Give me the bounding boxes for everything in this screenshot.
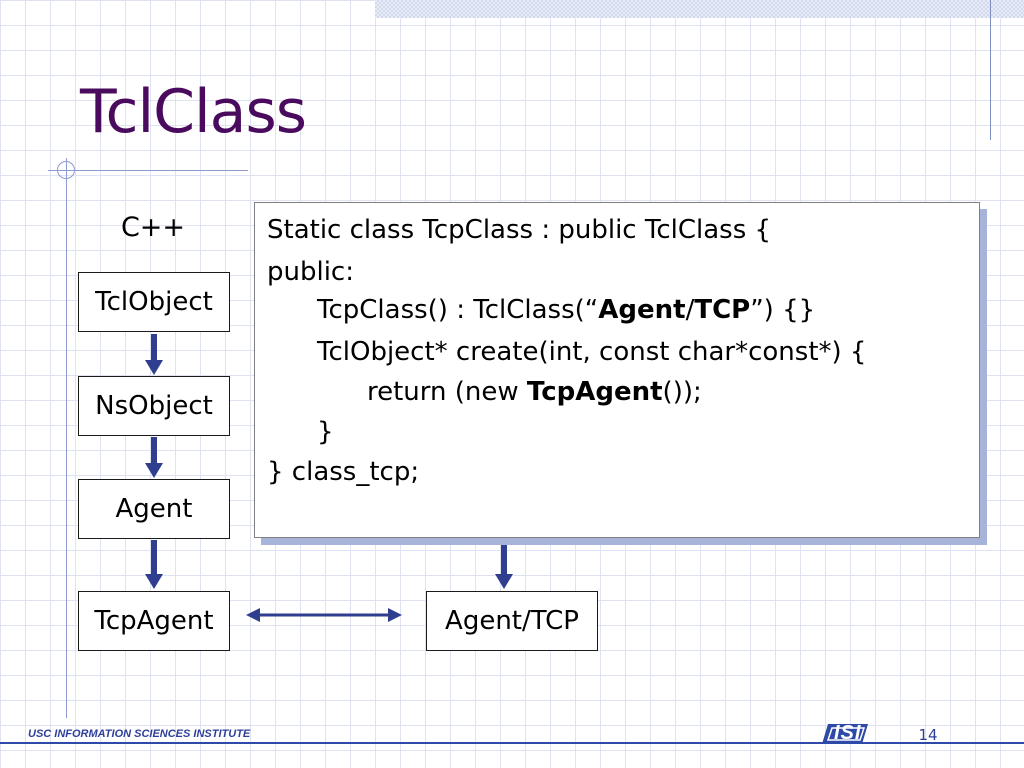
top-decorative-band — [375, 0, 1024, 18]
slide-title: TclClass — [80, 77, 307, 147]
down-arrow-icon — [495, 540, 513, 589]
class-box-agent: Agent — [78, 479, 230, 539]
code-keyword-agent: Agent — [598, 295, 686, 325]
footer-institute: USC INFORMATION SCIENCES INSTITUTE — [28, 728, 251, 740]
otcl-box-agent-tcp: Agent/TCP — [426, 591, 598, 651]
code-line-5: return (new TcpAgent()); — [367, 379, 702, 405]
right-decorative-rule — [990, 0, 991, 140]
page-number: 14 — [918, 726, 938, 744]
code-keyword-tcp: TCP — [694, 295, 751, 325]
code-line-5-suffix: ()); — [662, 377, 702, 407]
title-underline-rule — [48, 170, 248, 171]
down-arrow-icon — [145, 540, 163, 589]
code-separator: / — [685, 295, 695, 325]
code-line-7: } class_tcp; — [267, 457, 420, 487]
isi-logo-icon: ISI — [822, 722, 868, 750]
down-arrow-icon — [145, 437, 163, 478]
left-vertical-rule — [66, 158, 67, 718]
code-line-3: TcpClass() : TclClass(“Agent/TCP”) {} — [317, 297, 815, 323]
class-box-nsobject: NsObject — [78, 376, 230, 436]
double-headed-arrow-icon — [246, 608, 402, 622]
code-line-1: Static class TcpClass : public TclClass … — [267, 215, 772, 245]
code-line-6: } — [317, 417, 334, 447]
down-arrow-icon — [145, 334, 163, 375]
class-box-tcpagent: TcpAgent — [78, 591, 230, 651]
crosshair-icon — [57, 161, 75, 179]
code-line-4: TclObject* create(int, const char*const*… — [317, 337, 867, 367]
code-line-3-suffix: ”) {} — [750, 295, 816, 325]
code-line-3-prefix: TcpClass() : TclClass(“ — [317, 295, 599, 325]
code-line-2: public: — [267, 257, 354, 287]
isi-logo-text: ISI — [834, 722, 862, 744]
footer-rule — [0, 742, 1024, 744]
class-box-tclobject: TclObject — [78, 272, 230, 332]
code-keyword-tcpagent: TcpAgent — [526, 377, 663, 407]
cpp-heading: C++ — [120, 212, 186, 243]
code-box: Static class TcpClass : public TclClass … — [254, 202, 980, 538]
code-line-5-prefix: return (new — [367, 377, 527, 407]
